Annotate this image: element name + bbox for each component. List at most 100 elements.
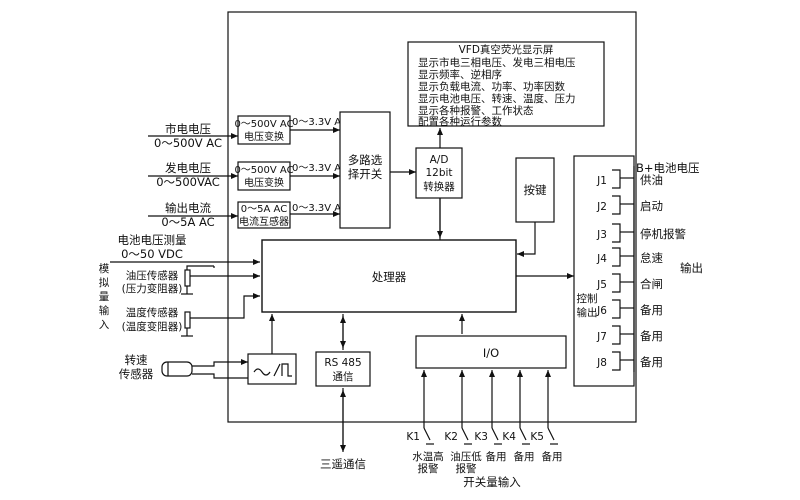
converter-2-name: 电压变换: [244, 176, 284, 189]
oil-sensor-sub: (压力变阻器): [122, 282, 183, 295]
vfd-line-5: 显示各种报警、工作状态: [418, 104, 534, 117]
mux-line-1: 多路选: [348, 153, 383, 167]
mains-voltage-label: 市电电压: [165, 122, 211, 136]
converter-3-in: 0～5A AC: [241, 204, 287, 215]
relay-output-label: 备用: [640, 329, 663, 343]
speed-sensor-label: 转速: [125, 353, 148, 367]
relay-j2: J2 启动: [596, 195, 663, 215]
relay-label: J7: [596, 331, 607, 343]
relay-j8: J8 备用: [596, 351, 663, 371]
output-current-label: 输出电流: [165, 201, 211, 215]
switch-key-label: K4: [502, 431, 516, 443]
analog-input-label: 模 拟 量 输 入: [99, 263, 110, 331]
vfd-title: VFD真空荧光显示屏: [459, 43, 554, 56]
output-current-range: 0～5A AC: [161, 215, 214, 229]
io-box: I/O: [415, 335, 567, 369]
relay-label: J3: [596, 229, 607, 241]
converter-current: 0～5A AC 电流互感器 0～3.3V AC: [148, 201, 348, 229]
converter-3-name: 电流互感器: [239, 215, 289, 228]
switch-key-label: K5: [530, 431, 544, 443]
adc-line-1: A/D: [430, 154, 449, 166]
switch-function-label: 报警: [418, 462, 439, 475]
speed-sensor-icon: [161, 361, 193, 377]
control-label-1: 控制: [577, 292, 598, 305]
battery-plus-label: B+电池电压: [636, 161, 700, 175]
relay-output-label: 备用: [640, 355, 663, 369]
oil-sensor-label: 油压传感器: [126, 269, 179, 282]
adc-line-3: 转换器: [423, 180, 455, 193]
relay-label: J1: [596, 175, 607, 187]
vfd-line-2: 显示频率、逆相序: [418, 68, 502, 81]
switch-k5: K5 备用: [530, 370, 563, 463]
analog-char-5: 入: [99, 319, 110, 331]
keys-box: 按键: [515, 157, 555, 223]
switch-key-label: K2: [444, 431, 458, 443]
relay-output-label: 合闸: [640, 277, 663, 291]
relay-label: J4: [596, 253, 607, 265]
processor-box: 处理器: [261, 239, 517, 313]
remote-comm-label: 三遥通信: [320, 457, 366, 471]
converter-3-out: 0～3.3V AC: [292, 203, 348, 214]
adc-line-2: 12bit: [425, 167, 452, 179]
rs485-box: RS 485 通信: [315, 351, 371, 387]
analog-char-4: 输: [99, 304, 110, 317]
keys-to-cpu-arrow: [517, 222, 536, 257]
relay-output-block: 控制 输出: [573, 155, 635, 387]
output-group-label: 输出: [680, 261, 703, 275]
switch-function-label: 水温高: [412, 450, 444, 463]
converter-gen: 0～500V AC 电压变换 0～3.3V AC: [148, 161, 348, 191]
converter-1-name: 电压变换: [244, 130, 284, 143]
switch-key-label: K1: [406, 431, 420, 443]
multiplexer-box: 多路选 择开关: [339, 111, 391, 229]
vfd-line-3: 显示负载电流、功率、功率因数: [418, 80, 565, 93]
mains-voltage-range: 0～500V AC: [154, 136, 222, 150]
converter-mains: 0～500V AC 电压变换 0～3.3V AC: [148, 115, 348, 145]
relay-output-label: 怠速: [640, 251, 663, 265]
switch-function-label: 备用: [542, 450, 563, 463]
analog-char-3: 量: [99, 291, 110, 303]
pulse-shaper-icon: [253, 363, 292, 377]
battery-voltage-range: 0～50 VDC: [121, 247, 183, 261]
control-label-2: 输出: [577, 306, 598, 319]
analog-char-2: 拟: [99, 276, 110, 289]
relay-label: J6: [596, 305, 607, 317]
relay-label: J8: [596, 357, 607, 369]
battery-voltage-label: 电池电压测量: [118, 233, 187, 247]
temp-sensor-label: 温度传感器: [126, 306, 179, 319]
rs485-line-2: 通信: [333, 371, 354, 383]
relay-output-label: 启动: [640, 199, 663, 213]
temp-resistor-icon: [181, 311, 193, 337]
oil-resistor-icon: [181, 269, 193, 295]
switch-function-label: 报警: [456, 462, 477, 475]
temp-sensor-sub: (温度变阻器): [122, 320, 183, 333]
converter-2-out: 0～3.3V AC: [292, 163, 348, 174]
switch-input-group-label: 开关量输入: [463, 475, 521, 489]
switch-key-label: K3: [474, 431, 488, 443]
io-label: I/O: [483, 346, 499, 360]
speed-sensor-sub: 传感器: [119, 367, 154, 381]
temp-to-cpu-arrow: [190, 293, 260, 319]
gen-voltage-label: 发电电压: [165, 161, 211, 175]
relay-j4: J4 怠速: [596, 247, 663, 267]
vfd-line-4: 显示电池电压、转速、温度、压力: [418, 92, 576, 105]
vfd-line-6: 配置各种运行参数: [418, 115, 502, 128]
rs485-line-1: RS 485: [324, 357, 361, 369]
converter-1-out: 0～3.3V AC: [292, 117, 348, 128]
converter-2-in: 0～500V AC: [234, 165, 293, 176]
pulse-shaper-box: [247, 353, 297, 385]
relay-label: J2: [596, 201, 607, 213]
analog-char-1: 模: [99, 263, 110, 275]
switch-function-label: 油压低: [450, 450, 482, 463]
vfd-line-1: 显示市电三相电压、发电三相电压: [418, 56, 576, 69]
gen-voltage-range: 0～500VAC: [156, 175, 220, 189]
